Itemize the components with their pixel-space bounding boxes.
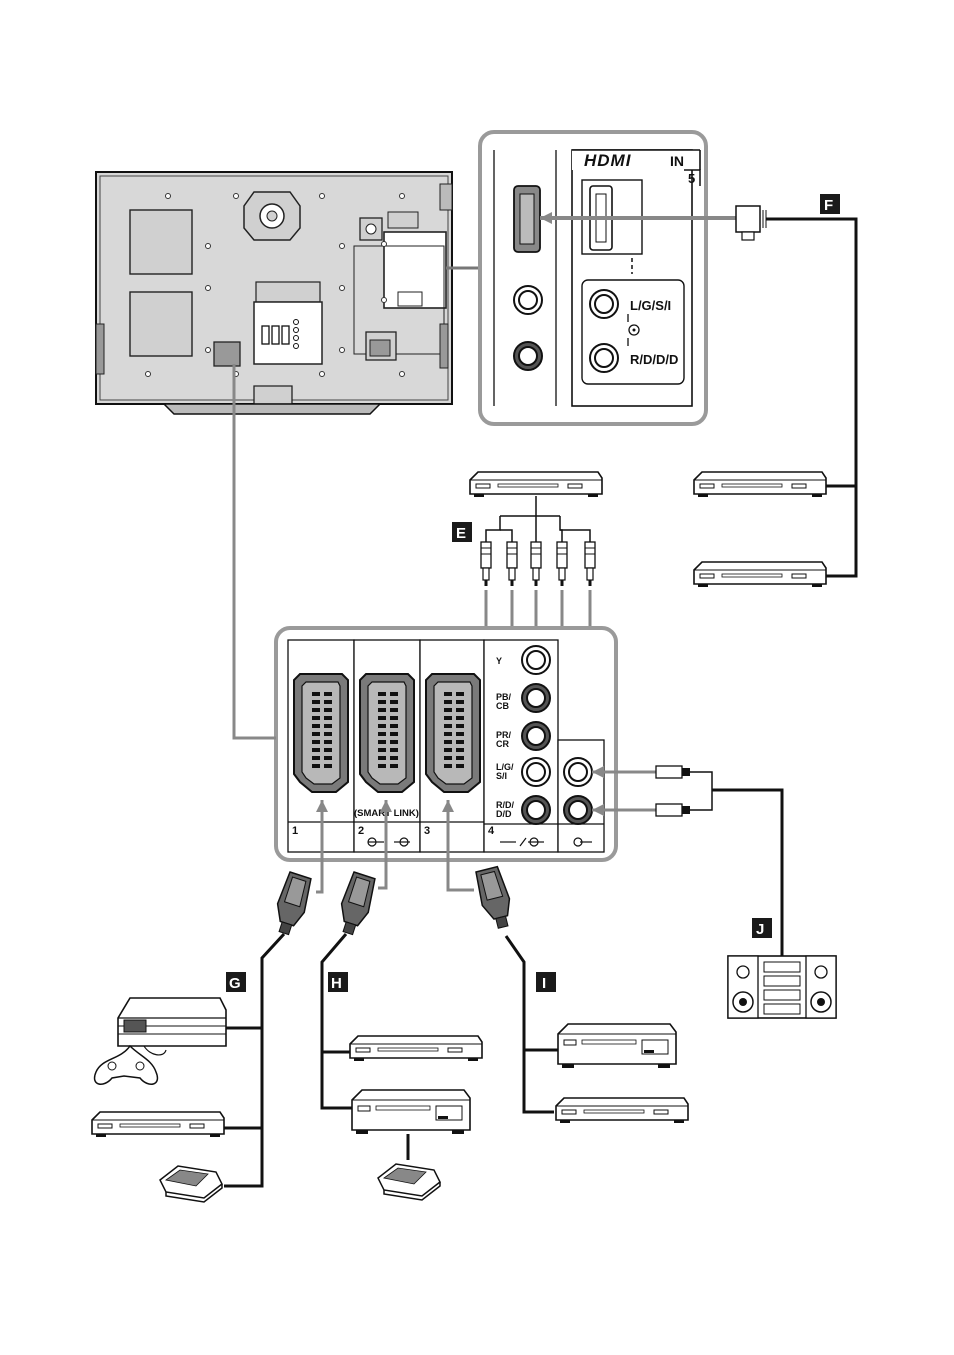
plug-pr [585, 542, 595, 586]
vcr-device-i [558, 1024, 676, 1068]
tv-rear [96, 172, 452, 414]
audio-right-label: R/D/D/D [630, 352, 678, 367]
port-number-4: 4 [488, 825, 495, 837]
dvd-device-g [92, 1112, 224, 1137]
jack-audio-r [522, 796, 550, 824]
badge-h: H [328, 972, 348, 992]
port-number-3: 3 [424, 825, 430, 837]
dvd-device-h [350, 1036, 482, 1061]
port-number-2: 2 [358, 825, 364, 837]
label-pr-bottom: CR [496, 739, 509, 749]
plug-pb [557, 542, 567, 586]
svg-text:G: G [229, 975, 241, 992]
hdmi-logo: HDMI [584, 151, 632, 170]
svg-text:F: F [824, 197, 833, 214]
plug-y [531, 542, 541, 586]
scart-socket-1 [294, 674, 348, 792]
svg-text:H: H [331, 975, 342, 992]
hdmi-device-bottom [694, 562, 826, 587]
audio-out-jack-l [564, 758, 592, 786]
badge-i: I [536, 972, 556, 992]
label-l-bottom: S/I [496, 771, 507, 781]
svg-text:J: J [756, 921, 764, 938]
scart-socket-2 [360, 674, 414, 792]
jack-y [522, 646, 550, 674]
badge-j: J [752, 918, 772, 938]
stereo-system-device [728, 956, 836, 1018]
decoder-h [378, 1164, 440, 1200]
port-number-1: 1 [292, 825, 298, 837]
dvd-device-i [556, 1098, 688, 1123]
hdmi-port-number: 5 [688, 171, 695, 186]
audio-out-jack-r [564, 796, 592, 824]
tv-panel-connector [234, 364, 276, 738]
scart-component-panel: 1 2 3 4 (SMART LINK) Y PB/ CB PR/ CR L/G… [276, 628, 616, 860]
label-y: Y [496, 656, 502, 666]
hdmi-panel: HDMI IN 5 L/G/S/I R/D/D/D [480, 132, 706, 424]
jack-pb [522, 684, 550, 712]
plug-audio-l [481, 542, 491, 586]
component-cable-bundle [486, 496, 590, 542]
hdmi-device-top [694, 472, 826, 497]
label-pb-bottom: CB [496, 701, 509, 711]
svg-text:I: I [542, 975, 546, 992]
badge-g: G [226, 972, 246, 992]
component-source-device [470, 472, 602, 497]
scart-socket-3 [426, 674, 480, 792]
plug-audio-r [507, 542, 517, 586]
audio-left-label: L/G/S/I [630, 298, 671, 313]
jack-pr [522, 722, 550, 750]
gamepad-icon [95, 1046, 158, 1084]
game-console-device [95, 998, 226, 1084]
label-r-bottom: D/D [496, 809, 512, 819]
svg-text:E: E [456, 525, 466, 542]
jack-audio-l [522, 758, 550, 786]
badge-f: F [820, 194, 840, 214]
decoder-g [160, 1166, 222, 1202]
vcr-device-h [352, 1090, 470, 1134]
hdmi-in-label: IN [670, 153, 684, 169]
badge-e: E [452, 522, 472, 542]
